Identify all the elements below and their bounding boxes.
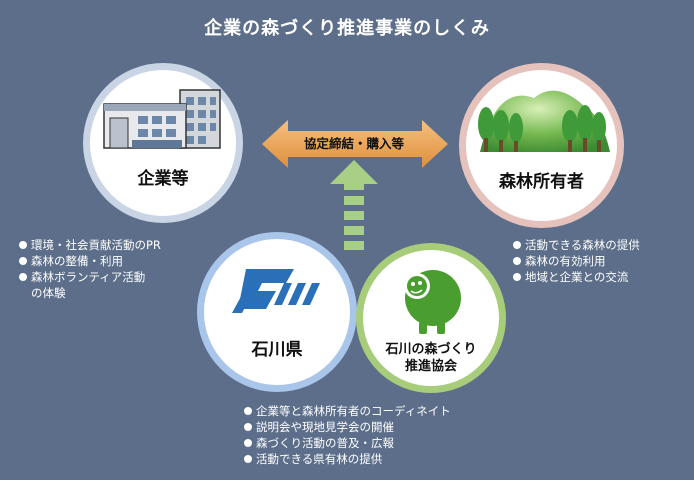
support-up-arrow: [330, 160, 378, 250]
list-item: 環境・社会貢献活動のPR: [18, 237, 198, 253]
prefecture-node: 石川県: [197, 232, 357, 392]
association-label-line2: 推進協会: [404, 359, 457, 374]
list-item: 活動できる県有林の提供: [243, 451, 503, 467]
mascot-icon: [404, 270, 461, 334]
list-item-continuation: の体験: [31, 286, 66, 300]
list-item: 地域と企業との交流: [512, 269, 687, 285]
forest-owner-node: 森林所有者: [459, 63, 624, 228]
prefecture-emblem-icon: [232, 269, 320, 313]
forest-owner-label: 森林所有者: [499, 172, 584, 192]
list-item: 企業等と森林所有者のコーディネイト: [243, 403, 503, 419]
agreement-label: 協定締結・購入等: [303, 136, 404, 151]
prefecture-roles-list: 企業等と森林所有者のコーディネイト 説明会や現地見学会の開催 森づくり活動の普及…: [243, 403, 503, 467]
list-item: 森林ボランティア活動: [18, 269, 198, 285]
company-benefits-list: 環境・社会貢献活動のPR 森林の整備・利用 森林ボランティア活動 の体験: [18, 237, 198, 301]
list-item: 活動できる森林の提供: [512, 237, 687, 253]
association-label-line1: 石川の森づくり: [385, 342, 477, 357]
forest-owner-benefits-list: 活動できる森林の提供 森林の有効利用 地域と企業との交流: [512, 237, 687, 285]
agreement-double-arrow: [262, 120, 448, 168]
prefecture-label: 石川県: [251, 340, 303, 360]
list-item: 森づくり活動の普及・広報: [243, 435, 503, 451]
building-icon: [103, 89, 221, 149]
list-item: 説明会や現地見学会の開催: [243, 419, 503, 435]
company-node: 企業等: [83, 63, 243, 223]
forest-icon: [478, 90, 610, 152]
list-item: 森林の整備・利用: [18, 253, 198, 269]
company-label: 企業等: [137, 169, 189, 189]
page-title: 企業の森づくり推進事業のしくみ: [204, 18, 490, 39]
association-node: 石川の森づくり 推進協会: [356, 243, 506, 393]
list-item: 森林の有効利用: [512, 253, 687, 269]
